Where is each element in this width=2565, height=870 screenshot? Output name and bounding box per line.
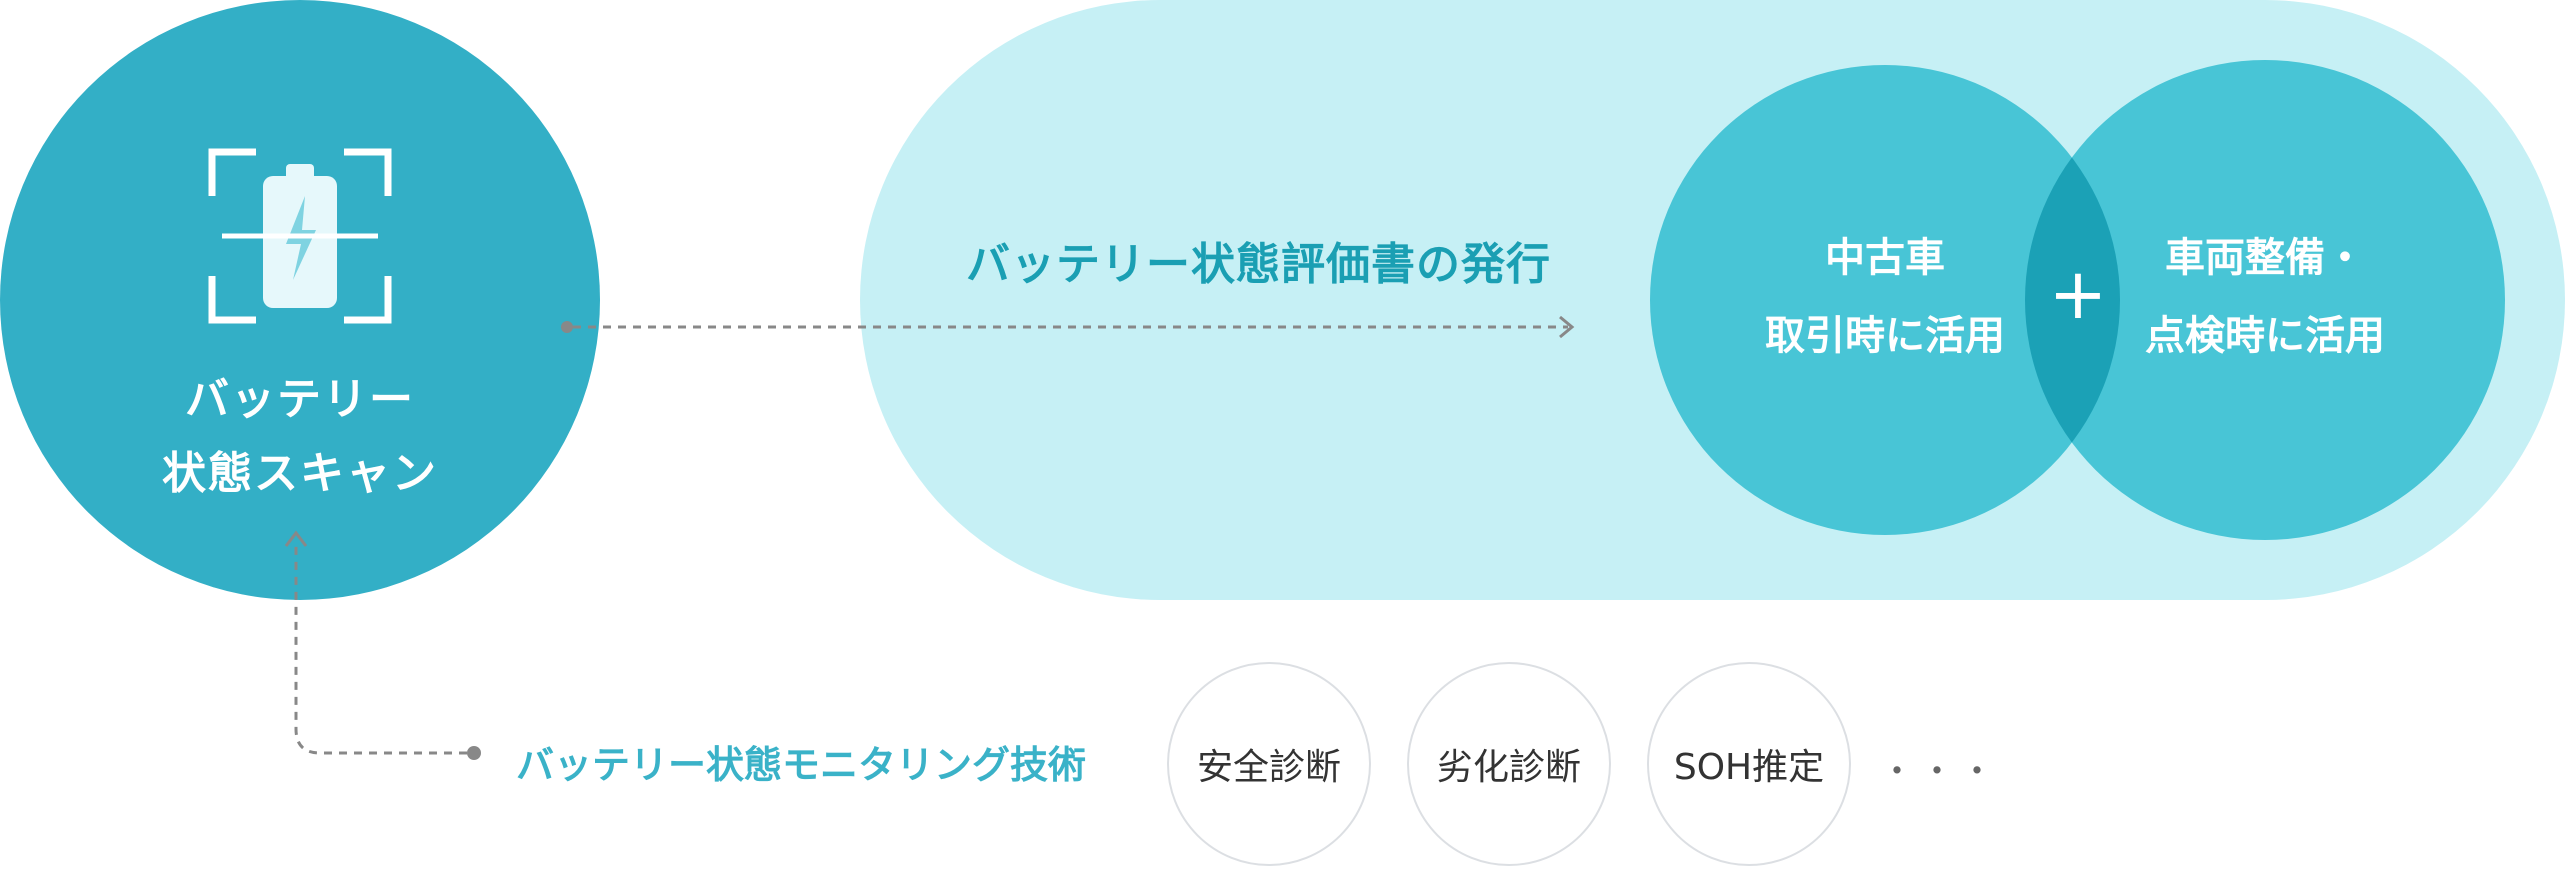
venn-circle-maintenance	[2025, 60, 2505, 540]
arrow-head	[1559, 315, 1575, 339]
monitoring-label: バッテリー状態モニタリング技術	[516, 743, 1087, 787]
diagnosis-degradation: 劣化診断	[1407, 662, 1611, 866]
used-car-line1: 中古車	[1825, 235, 1945, 281]
report-arrow	[561, 315, 1575, 339]
more-ellipsis: ・・・	[1880, 752, 2000, 792]
connector-arrow-head	[284, 530, 308, 547]
diagnosis-safety-label: 安全診断	[1196, 747, 1341, 788]
scan-label-line1: バッテリー	[185, 374, 415, 425]
maintenance-line2: 点検時に活用	[2145, 313, 2385, 359]
diagnosis-safety: 安全診断	[1167, 662, 1371, 866]
report-heading: バッテリー状態評価書の発行	[966, 239, 1551, 290]
diagnosis-degradation-label: 劣化診断	[1436, 747, 1581, 788]
arrow-start-dot	[561, 321, 573, 333]
battery-scan-icon	[208, 148, 392, 324]
monitoring-connector	[284, 530, 481, 760]
diagnosis-soh-label: SOH推定	[1673, 747, 1825, 788]
diagnosis-soh: SOH推定	[1647, 662, 1851, 866]
connector-start-dot	[467, 746, 481, 760]
connector-dashed-line	[294, 540, 467, 755]
scan-label-line2: 状態スキャン	[162, 448, 438, 499]
venn-circle-used-car	[1650, 65, 2120, 535]
maintenance-line1: 車両整備・	[2165, 235, 2365, 281]
used-car-line2: 取引時に活用	[1765, 313, 2005, 359]
plus-icon: +	[2048, 253, 2108, 335]
